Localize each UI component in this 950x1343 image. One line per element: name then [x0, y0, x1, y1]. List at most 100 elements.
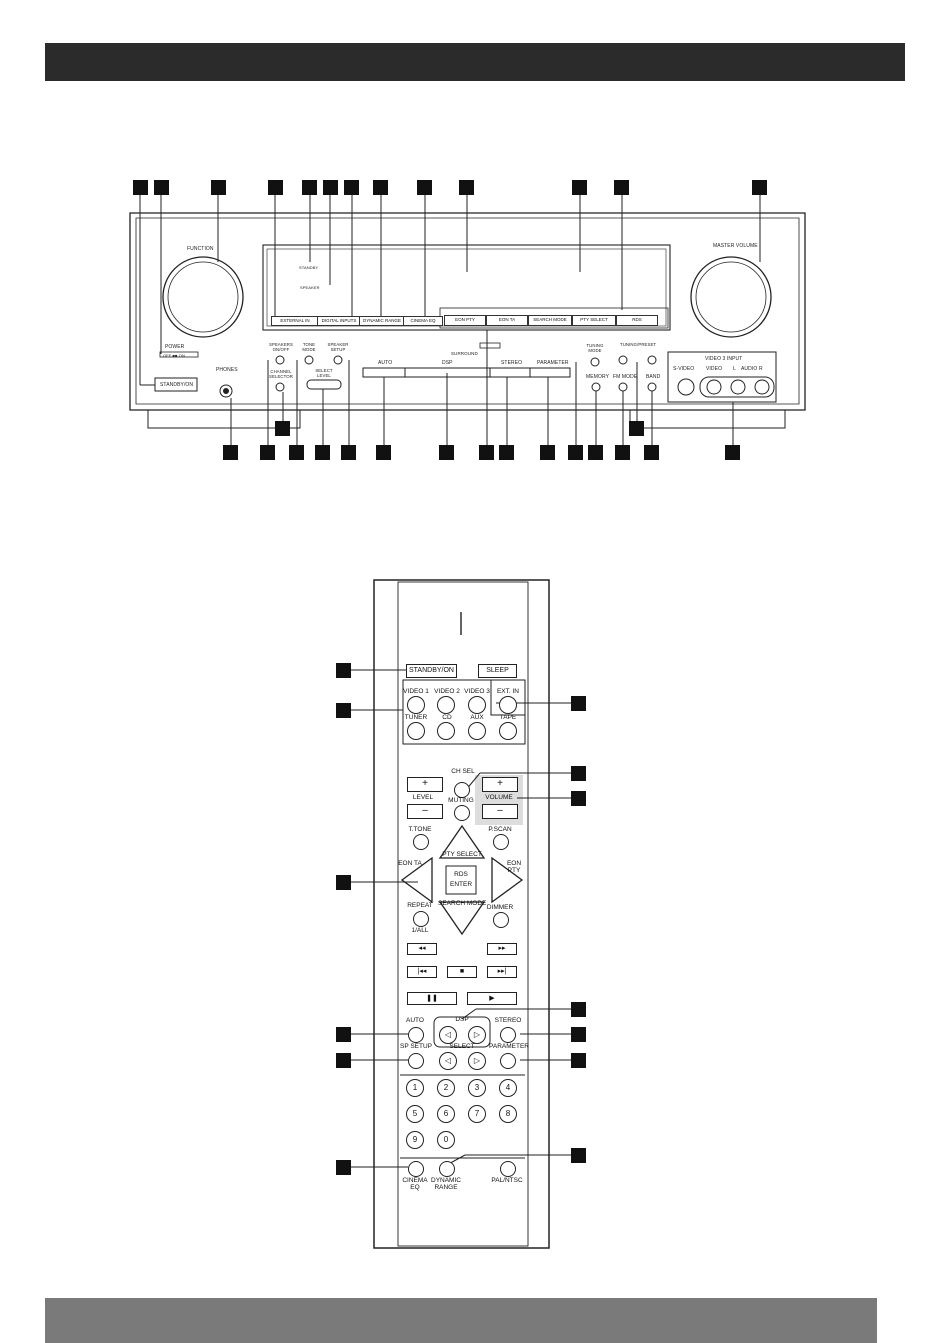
video2-button[interactable]	[437, 696, 455, 714]
cd-button[interactable]	[437, 722, 455, 740]
callout-marker	[644, 445, 659, 460]
callout-marker	[323, 180, 338, 195]
footer-bar	[45, 1298, 877, 1343]
pause-button[interactable]: ❚❚	[407, 992, 457, 1005]
repeat-button[interactable]	[413, 911, 429, 927]
callout-marker	[571, 1148, 586, 1163]
dynamic-range-button[interactable]	[439, 1161, 455, 1177]
audio-l-label: L	[733, 366, 736, 372]
source-video3-label: VIDEO 3	[464, 688, 490, 695]
eon-pty-label[interactable]: EON PTY	[506, 860, 522, 874]
number-button-5[interactable]: 5	[406, 1105, 424, 1123]
callout-marker	[572, 180, 587, 195]
callout-marker	[571, 1002, 586, 1017]
p-scan-button[interactable]	[493, 834, 509, 850]
rds-label[interactable]: RDS	[454, 871, 468, 878]
triangle-left-icon: ◁	[444, 1030, 452, 1039]
select-left-button[interactable]: ◁	[439, 1052, 457, 1070]
callout-marker	[336, 875, 351, 890]
number-button-6[interactable]: 6	[437, 1105, 455, 1123]
volume-up-button[interactable]: +	[482, 777, 518, 792]
rds-button[interactable]: RDS	[616, 315, 658, 326]
video3-button[interactable]	[468, 696, 486, 714]
dimmer-button[interactable]	[493, 912, 509, 928]
pal-ntsc-button[interactable]	[500, 1161, 516, 1177]
volume-down-button[interactable]: –	[482, 804, 518, 819]
surround-auto-label: AUTO	[378, 360, 393, 366]
standby-on-button[interactable]: STANDBY/ON	[406, 664, 457, 678]
search-mode-label[interactable]: SEARCH MODE	[438, 900, 487, 907]
level-minus-button[interactable]: –	[407, 804, 443, 819]
repeat-label: REPEAT	[407, 902, 433, 909]
callout-marker	[571, 791, 586, 806]
stereo-button[interactable]	[500, 1027, 516, 1043]
cinema-eq-button[interactable]	[408, 1161, 424, 1177]
surround-parameter-label: PARAMETER	[537, 360, 569, 366]
dsp-left-button[interactable]: ◁	[439, 1026, 457, 1044]
callout-marker	[289, 445, 304, 460]
pty-select-button[interactable]: PTY SELECT	[572, 315, 616, 326]
fast-forward-button[interactable]: ▸▸	[487, 943, 517, 955]
dimmer-label: DIMMER	[486, 904, 514, 911]
sp-setup-button[interactable]	[408, 1053, 424, 1069]
number-button-9[interactable]: 9	[406, 1131, 424, 1149]
callout-marker	[417, 180, 432, 195]
surround-dsp-label: DSP	[442, 360, 453, 366]
parameter-button[interactable]	[500, 1053, 516, 1069]
rewind-icon: ◂◂	[418, 945, 426, 952]
number-button-7[interactable]: 7	[468, 1105, 486, 1123]
select-right-button[interactable]: ▷	[468, 1052, 486, 1070]
callout-marker	[571, 696, 586, 711]
previous-button[interactable]: |◂◂	[407, 966, 437, 978]
callout-marker	[211, 180, 226, 195]
phones-label: PHONES	[216, 367, 238, 373]
level-plus-button[interactable]: +	[407, 777, 443, 792]
number-button-8[interactable]: 8	[499, 1105, 517, 1123]
callout-marker	[725, 445, 740, 460]
source-video1-label: VIDEO 1	[403, 688, 429, 695]
callout-marker	[571, 766, 586, 781]
standby-on-button[interactable]: STANDBY/ON	[160, 382, 194, 388]
number-button-1[interactable]: 1	[406, 1079, 424, 1097]
number-button-3[interactable]: 3	[468, 1079, 486, 1097]
standby-indicator: STANDBY	[299, 265, 319, 270]
muting-button[interactable]	[454, 805, 470, 821]
cinema-eq-button[interactable]: CINEMA EQ	[403, 316, 443, 326]
t-tone-button[interactable]	[413, 834, 429, 850]
auto-button[interactable]	[408, 1027, 424, 1043]
stop-icon: ■	[459, 968, 465, 975]
eon-pty-button[interactable]: EON PTY	[444, 315, 486, 326]
aux-button[interactable]	[468, 722, 486, 740]
select-level-label: SELECT LEVEL	[315, 368, 333, 378]
enter-button[interactable]: ENTER	[449, 881, 473, 888]
surround-stereo-label: STEREO	[501, 360, 523, 366]
eon-ta-button[interactable]: EON TA	[486, 315, 528, 326]
fast-forward-icon: ▸▸	[498, 945, 506, 952]
number-button-2[interactable]: 2	[437, 1079, 455, 1097]
sleep-button[interactable]: SLEEP	[478, 664, 517, 678]
ch-sel-button[interactable]	[454, 782, 470, 798]
rewind-button[interactable]: ◂◂	[407, 943, 437, 955]
pty-select-label[interactable]: PTY SELECT	[442, 851, 482, 858]
number-button-4[interactable]: 4	[499, 1079, 517, 1097]
stop-button[interactable]: ■	[447, 966, 477, 978]
video1-button[interactable]	[407, 696, 425, 714]
triangle-right-icon: ▷	[473, 1030, 481, 1039]
tuner-button[interactable]	[407, 722, 425, 740]
callout-marker	[439, 445, 454, 460]
dsp-right-button[interactable]: ▷	[468, 1026, 486, 1044]
dynamic-range-label: DYNAMIC RANGE	[431, 1177, 461, 1191]
play-button[interactable]: ▶	[467, 992, 517, 1005]
eon-ta-label[interactable]: EON TA	[398, 860, 422, 867]
function-label: FUNCTION	[187, 246, 214, 252]
search-mode-button[interactable]: SEARCH MODE	[528, 315, 572, 326]
tape-button[interactable]	[499, 722, 517, 740]
next-button[interactable]: ▸▸|	[487, 966, 517, 978]
number-button-0[interactable]: 0	[437, 1131, 455, 1149]
skip-back-icon: |◂◂	[417, 968, 427, 975]
speaker-setup-label: SPEAKER SETUP	[327, 342, 349, 352]
ext-in-button[interactable]	[499, 696, 517, 714]
callout-marker	[344, 180, 359, 195]
callout-marker	[260, 445, 275, 460]
